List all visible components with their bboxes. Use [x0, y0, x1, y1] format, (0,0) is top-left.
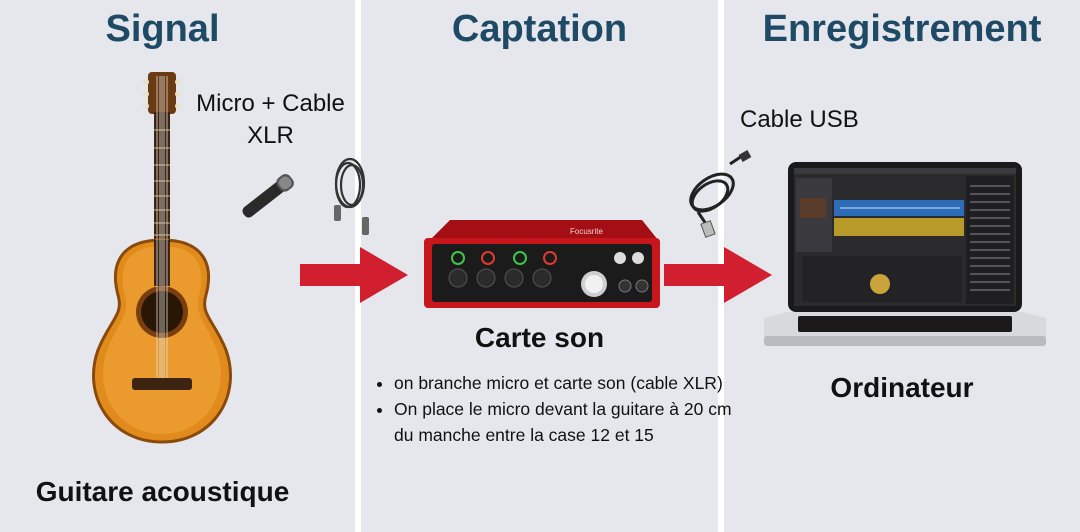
- mic-cable-label: Micro + Cable XLR: [188, 88, 353, 152]
- bullet-item: on branche micro et carte son (cable XLR…: [394, 370, 739, 396]
- heading-signal: Signal: [105, 8, 220, 50]
- arrow-right-icon: [300, 247, 408, 303]
- bullet-item: On place le micro devant la guitare à 20…: [394, 396, 739, 448]
- sound-card-brand: Focusrite: [570, 227, 603, 236]
- sound-card-icon: Focusrite: [424, 220, 660, 308]
- acoustic-guitar-icon: [92, 72, 232, 444]
- arrow-right-icon: [664, 247, 772, 303]
- captation-bullet-list: on branche micro et carte son (cable XLR…: [372, 370, 739, 448]
- computer-label: Ordinateur: [830, 372, 974, 403]
- heading-recording: Enregistrement: [762, 8, 1042, 50]
- microphone-icon: [242, 174, 294, 218]
- xlr-cable-icon: [334, 157, 369, 235]
- usb-cable-icon: [689, 150, 752, 238]
- laptop-icon: [764, 162, 1046, 346]
- guitar-label: Guitare acoustique: [35, 476, 290, 507]
- mic-cable-label-line1: Micro + Cable: [196, 90, 345, 117]
- sound-card-label: Carte son: [474, 322, 605, 353]
- mic-cable-label-line2: XLR: [247, 122, 294, 149]
- usb-cable-label: Cable USB: [740, 106, 859, 133]
- heading-captation: Captation: [451, 8, 628, 50]
